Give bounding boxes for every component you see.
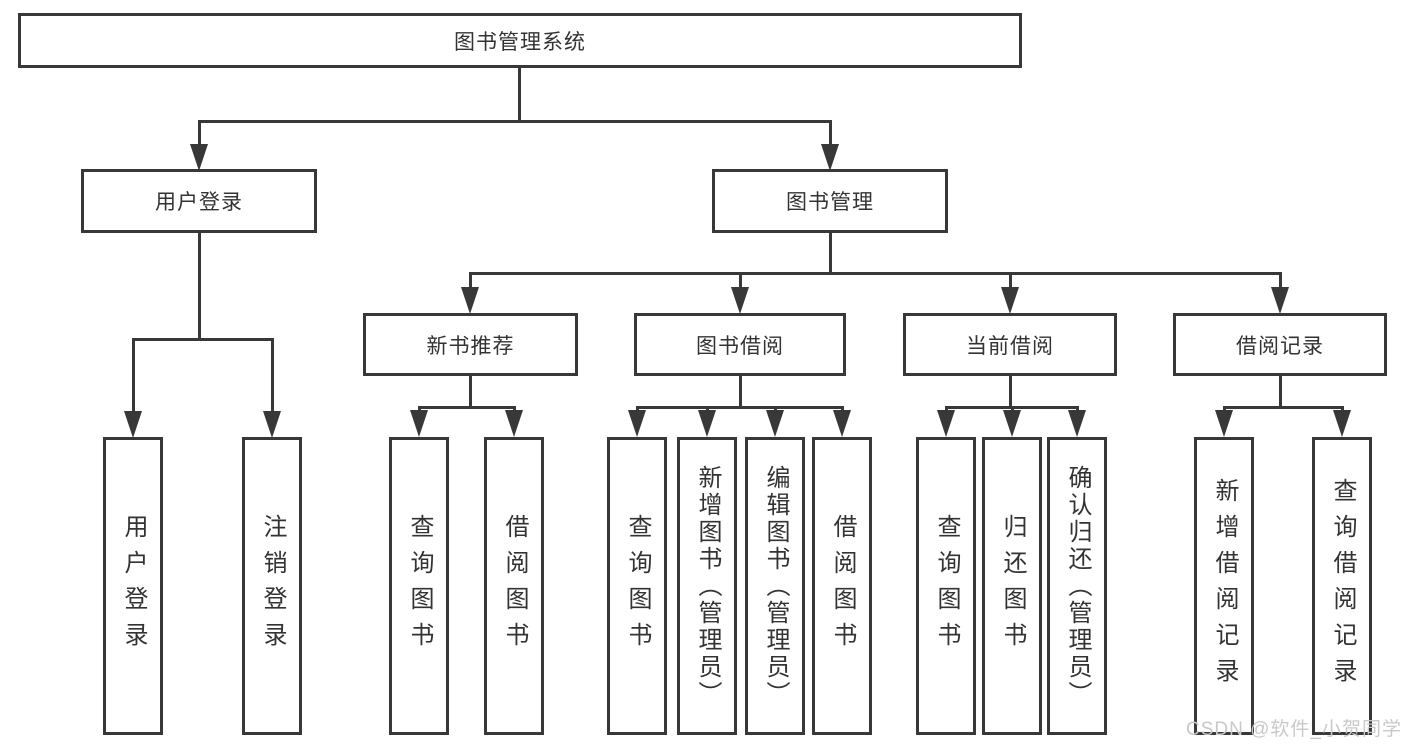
connector-arrowhead — [410, 410, 428, 437]
leaf-query-books-borrow-label: 查询图书 — [624, 514, 651, 658]
leaf-edit-book-admin-label: 编辑图书（管理员） — [762, 464, 789, 708]
connector-line — [418, 406, 516, 409]
leaf-query-books-newbooks-label: 查询图书 — [406, 514, 433, 658]
connector-arrowhead — [461, 287, 479, 314]
connector-arrowhead — [1001, 287, 1019, 314]
connector-arrowhead — [124, 411, 142, 438]
connector-line — [132, 338, 274, 341]
leaf-user-login: 用户登录 — [103, 437, 163, 735]
connector-line — [1009, 374, 1012, 408]
leaf-borrow-book: 借阅图书 — [812, 437, 872, 735]
node-user-login-label: 用户登录 — [155, 191, 243, 214]
leaf-query-borrow-record-label: 查询借阅记录 — [1329, 478, 1356, 694]
connector-line — [418, 406, 421, 413]
connector-arrowhead — [1068, 410, 1086, 437]
connector-line — [469, 272, 1282, 275]
connector-arrowhead — [731, 287, 749, 314]
connector-line — [829, 120, 832, 146]
connector-line — [1279, 272, 1282, 288]
connector-arrowhead — [505, 410, 523, 437]
connector-line — [1341, 406, 1344, 413]
leaf-query-borrow-record: 查询借阅记录 — [1312, 437, 1372, 735]
csdn-watermark: CSDN @软件_小贺同学 — [1186, 719, 1402, 740]
connector-arrowhead — [766, 410, 784, 437]
leaf-query-books-newbooks: 查询图书 — [389, 437, 449, 735]
leaf-logout: 注销登录 — [242, 437, 302, 735]
connector-line — [518, 66, 521, 122]
leaf-user-login-label: 用户登录 — [120, 514, 147, 658]
leaf-add-book-admin: 新增图书（管理员） — [677, 437, 737, 735]
leaf-edit-book-admin: 编辑图书（管理员） — [745, 437, 805, 735]
node-book-borrow-label: 图书借阅 — [696, 334, 784, 358]
node-new-book-recommend: 新书推荐 — [363, 313, 578, 376]
node-user-login: 用户登录 — [81, 169, 317, 233]
node-borrow-records: 借阅记录 — [1173, 313, 1387, 376]
connector-line — [706, 406, 709, 413]
leaf-borrow-book-newbooks-label: 借阅图书 — [501, 514, 528, 658]
connector-arrowhead — [833, 410, 851, 437]
node-borrow-records-label: 借阅记录 — [1236, 334, 1324, 358]
connector-line — [198, 231, 201, 340]
connector-line — [841, 406, 844, 413]
connector-arrowhead — [1003, 410, 1021, 437]
connector-line — [469, 272, 472, 288]
connector-line — [636, 406, 639, 413]
node-new-book-recommend-label: 新书推荐 — [426, 334, 515, 358]
connector-line — [513, 406, 516, 413]
leaf-add-borrow-record: 新增借阅记录 — [1194, 437, 1254, 735]
connector-arrowhead — [190, 144, 208, 171]
connector-line — [1011, 406, 1014, 413]
connector-line — [271, 338, 274, 412]
node-current-borrow-label: 当前借阅 — [966, 334, 1054, 358]
leaf-borrow-book-newbooks: 借阅图书 — [484, 437, 544, 735]
leaf-add-borrow-record-label: 新增借阅记录 — [1211, 478, 1238, 694]
connector-line — [829, 231, 832, 274]
connector-arrowhead — [628, 410, 646, 437]
node-book-borrow: 图书借阅 — [634, 313, 846, 376]
node-library-system-label: 图书管理系统 — [454, 30, 586, 54]
connector-line — [469, 374, 472, 408]
leaf-query-books-borrow: 查询图书 — [607, 437, 667, 735]
connector-line — [945, 406, 948, 413]
node-current-borrow: 当前借阅 — [903, 313, 1117, 376]
connector-arrowhead — [1215, 410, 1233, 437]
connector-arrowhead — [937, 410, 955, 437]
leaf-confirm-return-admin-label: 确认归还（管理员） — [1064, 464, 1091, 708]
connector-line — [636, 406, 844, 409]
node-book-management: 图书管理 — [712, 169, 948, 233]
connector-line — [198, 120, 201, 146]
leaf-confirm-return-admin: 确认归还（管理员） — [1047, 437, 1107, 735]
connector-arrowhead — [821, 144, 839, 171]
connector-arrowhead — [263, 411, 281, 438]
connector-arrowhead — [1333, 410, 1351, 437]
connector-line — [774, 406, 777, 413]
connector-arrowhead — [698, 410, 716, 437]
connector-line — [132, 338, 135, 412]
node-library-system: 图书管理系统 — [18, 13, 1022, 68]
connector-line — [1009, 272, 1012, 288]
connector-arrowhead — [1271, 287, 1289, 314]
connector-line — [1076, 406, 1079, 413]
connector-line — [739, 272, 742, 288]
leaf-logout-label: 注销登录 — [259, 514, 286, 658]
connector-line — [1223, 406, 1226, 413]
connector-line — [739, 374, 742, 408]
connector-line — [198, 120, 832, 123]
connector-line — [1279, 374, 1282, 408]
leaf-return-book: 归还图书 — [982, 437, 1042, 735]
leaf-query-books-current: 查询图书 — [916, 437, 976, 735]
node-book-management-label: 图书管理 — [786, 191, 874, 214]
leaf-add-book-admin-label: 新增图书（管理员） — [694, 464, 721, 708]
leaf-query-books-current-label: 查询图书 — [933, 514, 960, 658]
leaf-borrow-book-label: 借阅图书 — [829, 514, 856, 658]
leaf-return-book-label: 归还图书 — [999, 514, 1026, 658]
connector-line — [1223, 406, 1344, 409]
